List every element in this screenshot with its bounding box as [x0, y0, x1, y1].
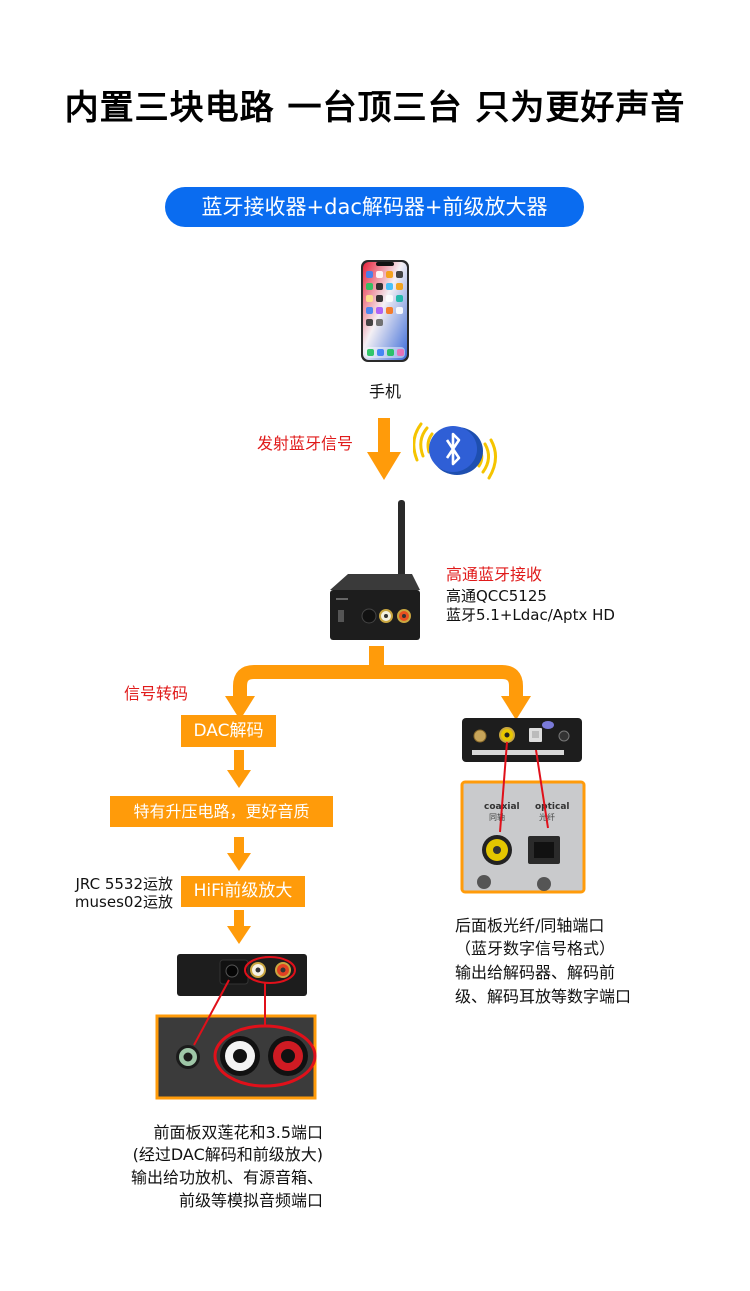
product-type-badge: 蓝牙接收器+dac解码器+前级放大器: [165, 187, 584, 227]
receiver-codec: 蓝牙5.1+Ldac/Aptx HD: [446, 606, 615, 624]
down-arrow-icon: [227, 910, 251, 950]
down-arrow-icon: [227, 837, 251, 877]
rear-panel-desc-line: 级、解码耳放等数字端口: [455, 987, 632, 1006]
signal-transcode-label: 信号转码: [124, 684, 189, 703]
opamp-note: JRC 5532运放: [75, 875, 173, 893]
down-arrow-icon: [227, 750, 251, 794]
receiver-heading: 高通蓝牙接收: [446, 565, 543, 584]
boost-circuit-box: 特有升压电路，更好音质: [110, 796, 333, 827]
page-title: 内置三块电路 一台顶三台 只为更好声音: [64, 88, 686, 128]
rear-panel-desc-line: 后面板光纤/同轴端口: [455, 916, 605, 935]
phone-label: 手机: [368, 382, 401, 401]
rear-panel-desc-line: 输出给解码器、解码前: [455, 963, 616, 982]
front-panel-photo: [155, 950, 320, 1104]
hifi-preamp-box: HiFi前级放大: [181, 876, 305, 907]
front-panel-desc-line: 输出给功放机、有源音箱、: [130, 1168, 323, 1187]
bluetooth-receiver-device: [328, 498, 420, 646]
bluetooth-signal-label: 发射蓝牙信号: [257, 434, 354, 453]
coaxial-cn-label: 同轴: [489, 812, 505, 822]
smartphone-icon: [360, 259, 410, 363]
dac-decode-box: DAC解码: [181, 715, 276, 747]
down-arrow-icon: [367, 418, 401, 486]
rear-panel-desc-line: （蓝牙数字信号格式）: [455, 939, 616, 958]
front-panel-desc-line: 前面板双莲花和3.5端口: [153, 1123, 323, 1142]
bluetooth-icon: [412, 418, 499, 486]
receiver-chip: 高通QCC5125: [446, 587, 547, 605]
optical-label: optical: [535, 802, 570, 812]
branch-arrow-icon: [220, 646, 534, 724]
front-panel-desc-line: 前级等模拟音频端口: [178, 1191, 323, 1210]
opamp-note: muses02运放: [74, 893, 173, 911]
rear-panel-photo: coaxial 同轴 optical 光纤: [460, 716, 586, 898]
front-panel-desc-line: (经过DAC解码和前级放大): [132, 1145, 323, 1164]
